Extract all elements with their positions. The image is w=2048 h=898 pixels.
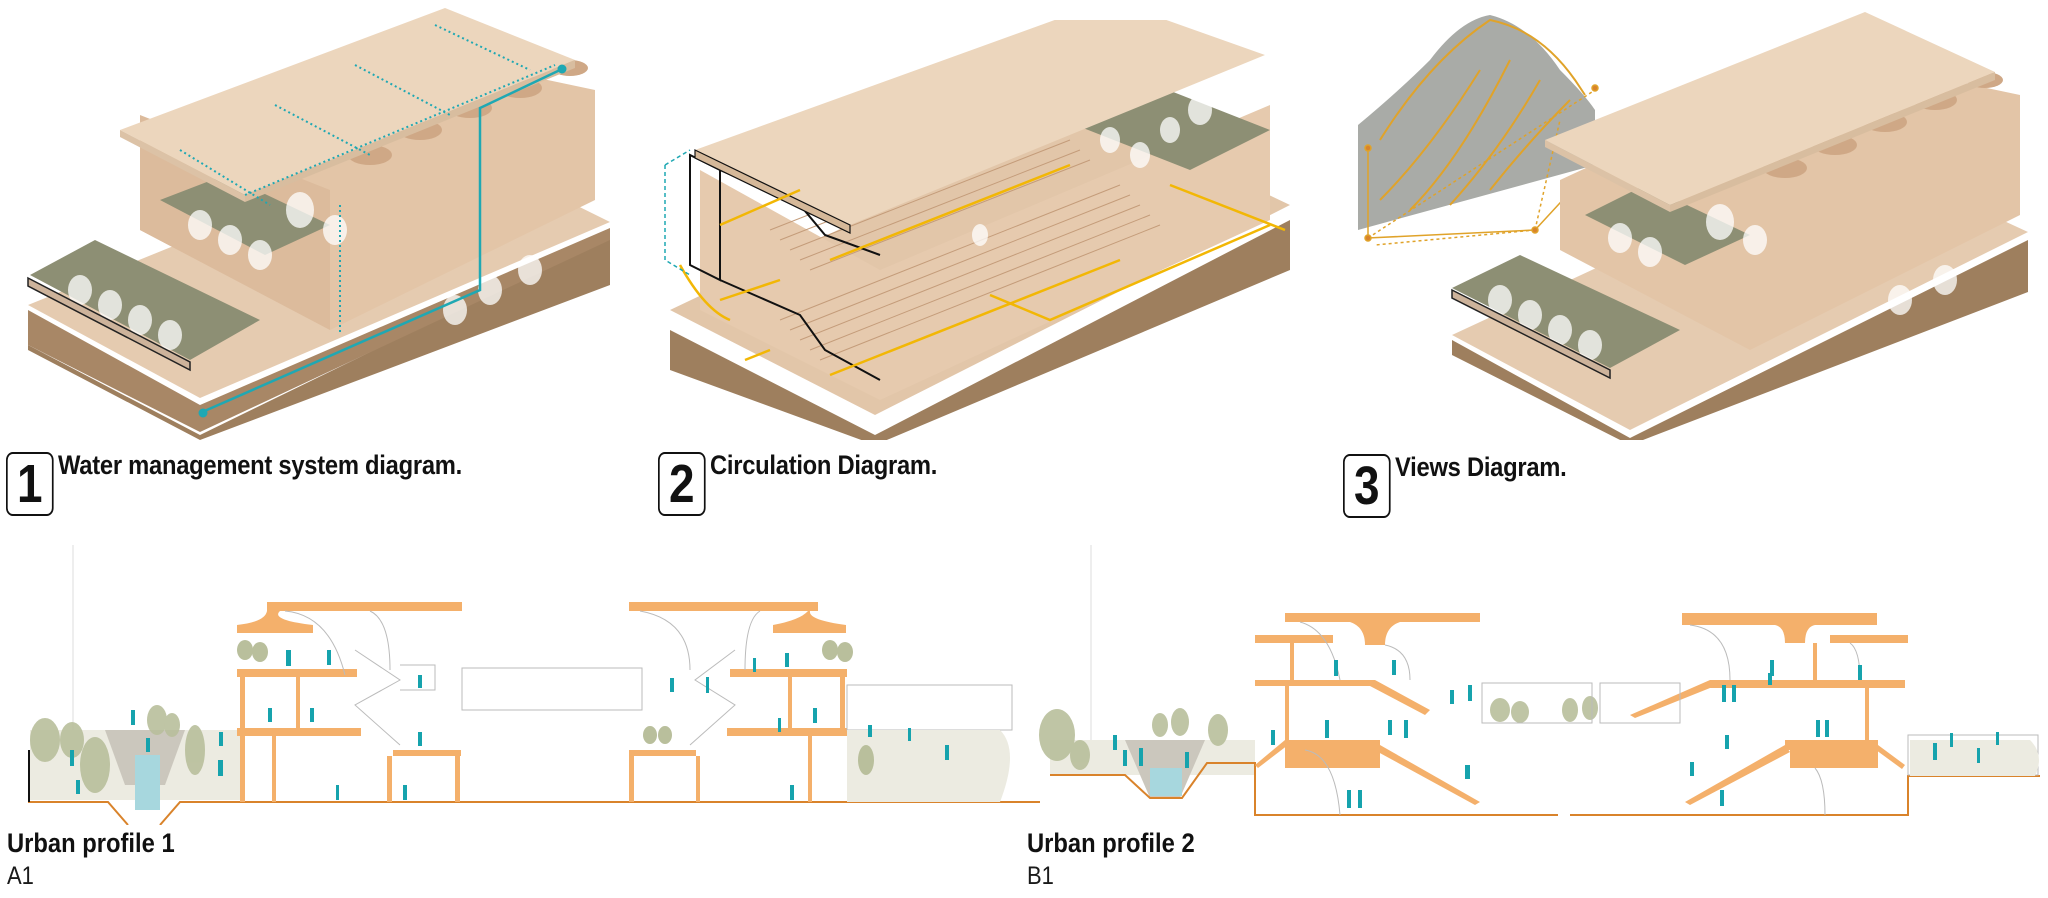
diagram-caption-2: 2 Circulation Diagram.: [658, 450, 968, 516]
ground-line-left: [1050, 762, 1558, 816]
diagram-caption-3: 3 Views Diagram.: [1343, 452, 1590, 518]
structure-lines-right: [1599, 624, 2039, 816]
urban-profile-1-subtitle: A1: [7, 862, 34, 890]
urban-profile-1-drawing: [28, 545, 1040, 825]
landscape-ground: [847, 730, 1010, 802]
roof-slab: [120, 8, 575, 195]
urban-profile-1-title: Urban profile 1: [7, 828, 175, 858]
ground-line: [28, 801, 1040, 825]
canopy-beam: [27, 276, 191, 372]
trees: [237, 640, 874, 775]
diagram-number-badge: 1: [6, 452, 54, 516]
roof-slab-edge-side: [245, 60, 575, 202]
trees: [68, 192, 542, 350]
roof-slab-edge: [120, 130, 245, 202]
section-cut-right: [1630, 613, 1908, 805]
circulation-diagram: [650, 20, 1310, 440]
water-management-illustration: [27, 8, 610, 440]
water-pool: [1150, 768, 1182, 796]
section-cut-left: [1255, 613, 1480, 805]
ground-soil: [670, 220, 1290, 440]
circulation-arrows: [678, 163, 1286, 377]
mountain-ridge-line: [1379, 18, 1586, 141]
roof-slab-edge-side: [1670, 72, 1995, 212]
diagram-caption-1: 1 Water management system diagram.: [6, 450, 517, 516]
urban-profile-1-section: [0, 540, 1040, 825]
views-diagram: [1340, 0, 2048, 440]
diagram-number-badge: 2: [658, 452, 706, 516]
vertical-circulation-lines: [664, 149, 691, 276]
diagram-number-badge: 3: [1343, 454, 1391, 518]
views-illustration: [1358, 12, 2028, 440]
green-terrace-upper: [1585, 185, 1750, 265]
water-flow-lines: [179, 24, 567, 418]
people-figures: [1113, 660, 1999, 808]
landscape-ground: [1910, 740, 2039, 776]
section-cut-right: [629, 602, 847, 802]
green-terrace-upper: [160, 175, 330, 255]
diagram-title: Views Diagram.: [1395, 452, 1567, 482]
section-cut-left: [237, 602, 462, 802]
diagram-title: Water management system diagram.: [58, 450, 462, 480]
green-terrace-lower: [1452, 255, 1680, 368]
mountain-texture: [1379, 59, 1571, 211]
trees: [972, 87, 1240, 246]
diagram-title: Circulation Diagram.: [710, 450, 938, 480]
urban-profile-2-subtitle: B1: [1027, 862, 1054, 890]
water-management-diagram: [0, 0, 620, 440]
water-pool: [135, 755, 160, 810]
roof-slab-edge: [1545, 140, 1670, 212]
roof-slab-edge: [694, 149, 851, 234]
ground-soil: [1452, 240, 2028, 440]
circulation-illustration: [664, 20, 1290, 440]
roof-slab: [695, 20, 1265, 225]
urban-profile-2-drawing: [1039, 545, 2040, 816]
urban-profile-2-title: Urban profile 2: [1027, 828, 1195, 858]
people-figures: [70, 650, 949, 800]
trees: [30, 705, 205, 793]
structure-lines-left: [284, 610, 643, 746]
canopy-beam: [1451, 288, 1611, 380]
green-terrace-lower: [30, 240, 260, 360]
trees: [1488, 204, 1957, 360]
trees: [1039, 696, 1598, 770]
roof-slab: [1545, 12, 1995, 205]
urban-profile-2-section: [1030, 540, 2048, 825]
ground-line-right: [1570, 775, 2040, 816]
